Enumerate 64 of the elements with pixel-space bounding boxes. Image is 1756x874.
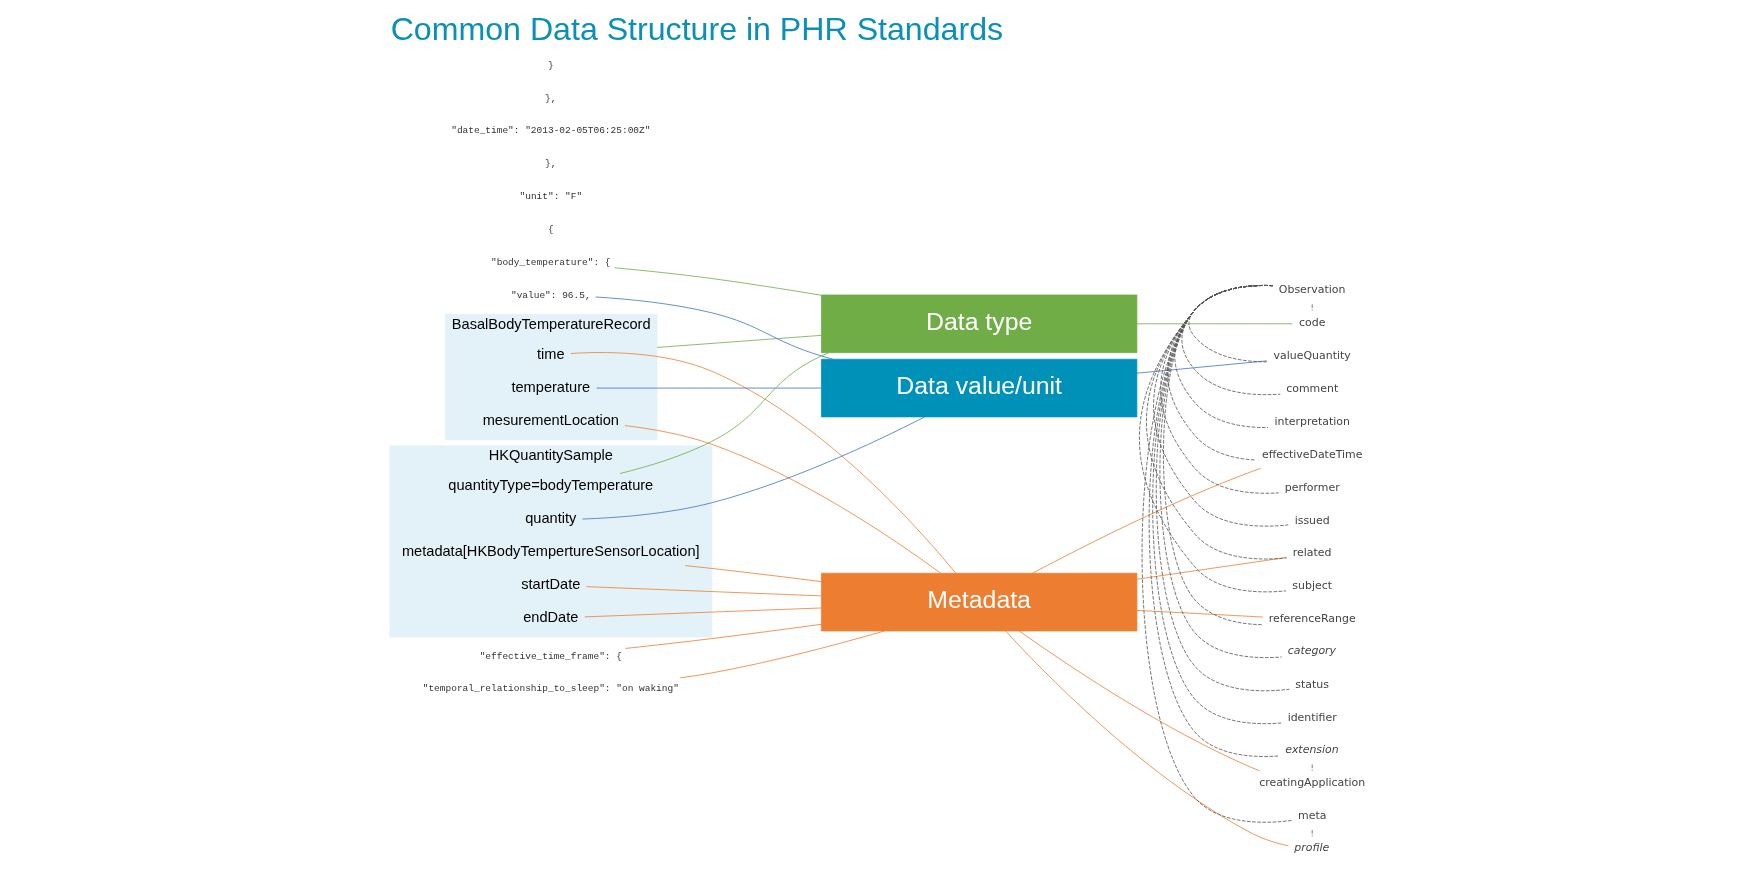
node-text: meta xyxy=(1298,809,1327,823)
connector xyxy=(1032,468,1261,574)
connector xyxy=(1018,630,1260,772)
node-text: "effective_time_frame": { xyxy=(479,650,622,662)
label: "date_time": "2013-02-05T06:25:00Z" xyxy=(451,125,651,137)
node-text: startDate xyxy=(521,575,581,592)
connector xyxy=(584,607,822,618)
node-text: performer xyxy=(1284,480,1340,494)
node-text: subject xyxy=(1292,579,1333,593)
node-text: effectiveDateTime xyxy=(1261,447,1363,461)
connector xyxy=(1311,829,1313,837)
connector xyxy=(595,296,834,360)
node-box: Data type xyxy=(821,294,1138,353)
connector xyxy=(596,387,822,389)
node-text: "value": 96.5, xyxy=(510,289,591,301)
connector xyxy=(614,267,822,296)
label: } xyxy=(547,59,554,71)
node-text: related xyxy=(1292,546,1332,560)
label: { xyxy=(547,224,554,236)
node-text: endDate xyxy=(523,608,579,625)
node-text: mesurementLocation xyxy=(482,411,619,428)
node-text: extension xyxy=(1285,742,1339,756)
connector xyxy=(625,623,822,649)
label: "unit": "F" xyxy=(519,191,583,203)
node-text: temperature xyxy=(511,378,591,395)
connector xyxy=(656,334,822,348)
node-text: quantityType=bodyTemperature xyxy=(448,477,654,494)
node-text: comment xyxy=(1286,382,1339,396)
connector xyxy=(685,565,822,582)
node-text: valueQuantity xyxy=(1273,349,1351,363)
connector xyxy=(570,352,957,574)
node-text: interpretation xyxy=(1274,414,1350,428)
node-text: category xyxy=(1287,644,1337,658)
node-text: code xyxy=(1298,316,1326,330)
node-text: quantity xyxy=(525,510,577,527)
node-text: identifier xyxy=(1287,710,1337,724)
label: }, xyxy=(545,92,557,104)
node-text: Observation xyxy=(1278,283,1346,297)
connector xyxy=(1136,557,1287,580)
node-box: Metadata xyxy=(821,572,1138,632)
node-text: creatingApplication xyxy=(1259,776,1366,790)
connector xyxy=(619,352,830,474)
node-text: status xyxy=(1295,677,1329,691)
node-text: profile xyxy=(1294,841,1330,855)
connector xyxy=(1136,323,1293,325)
node-box: Data value/unit xyxy=(821,358,1138,418)
connector xyxy=(1311,303,1313,311)
connector xyxy=(679,630,885,679)
connector xyxy=(1005,630,1289,847)
node-text: "body_temperature": { xyxy=(491,256,611,268)
node-text: issued xyxy=(1294,513,1330,527)
node-text: "temporal_relationship_to_sleep": "on waking" xyxy=(422,683,679,695)
node-text: time xyxy=(537,345,565,362)
label: }, xyxy=(545,158,557,170)
diagram-title: Common Data Structure in PHR Standards xyxy=(390,10,1004,47)
connector xyxy=(582,416,925,520)
connector xyxy=(1311,764,1313,771)
node-text: metadata[HKBodyTempertureSensorLocation] xyxy=(401,543,700,560)
connector xyxy=(1136,609,1264,618)
connector xyxy=(624,425,941,574)
connector xyxy=(1141,285,1293,823)
connector xyxy=(1136,360,1268,374)
connector xyxy=(586,586,822,597)
node-text: referenceRange xyxy=(1268,612,1356,626)
